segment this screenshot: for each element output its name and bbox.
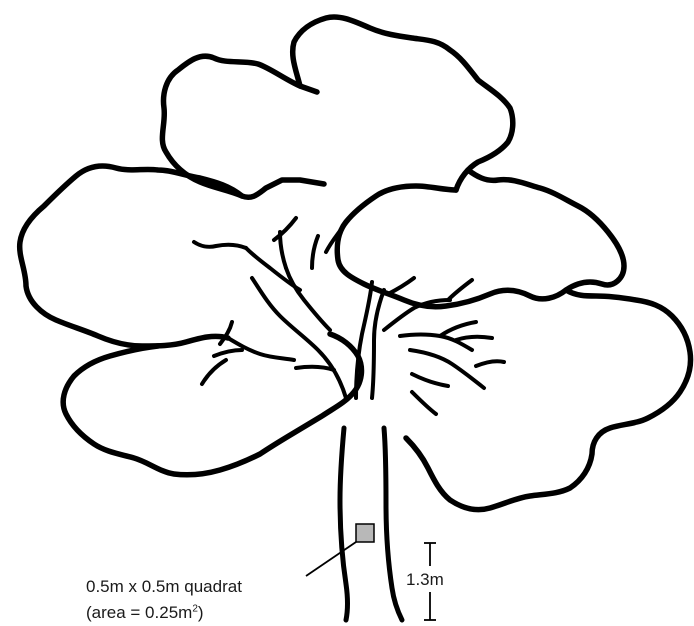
canopy-left-lobe bbox=[20, 166, 242, 346]
trunk-left-edge bbox=[340, 428, 348, 620]
tree-branches bbox=[194, 218, 504, 414]
canopy-far-right-lobe bbox=[406, 290, 691, 510]
quadrat-square bbox=[356, 524, 374, 542]
tree-canopy bbox=[20, 17, 691, 510]
canopy-top-right-lobe bbox=[293, 17, 513, 190]
quadrat-area-prefix: (area = 0.25m bbox=[86, 603, 192, 622]
canopy-right-lobe bbox=[337, 170, 624, 307]
height-label: 1.3m bbox=[406, 571, 444, 588]
quadrat-area-suffix: ) bbox=[198, 603, 204, 622]
trunk-right-edge bbox=[384, 428, 402, 620]
quadrat-area-label: (area = 0.25m2) bbox=[86, 604, 204, 621]
quadrat-label: 0.5m x 0.5m quadrat bbox=[86, 578, 242, 595]
quadrat-leader-line bbox=[306, 542, 356, 576]
